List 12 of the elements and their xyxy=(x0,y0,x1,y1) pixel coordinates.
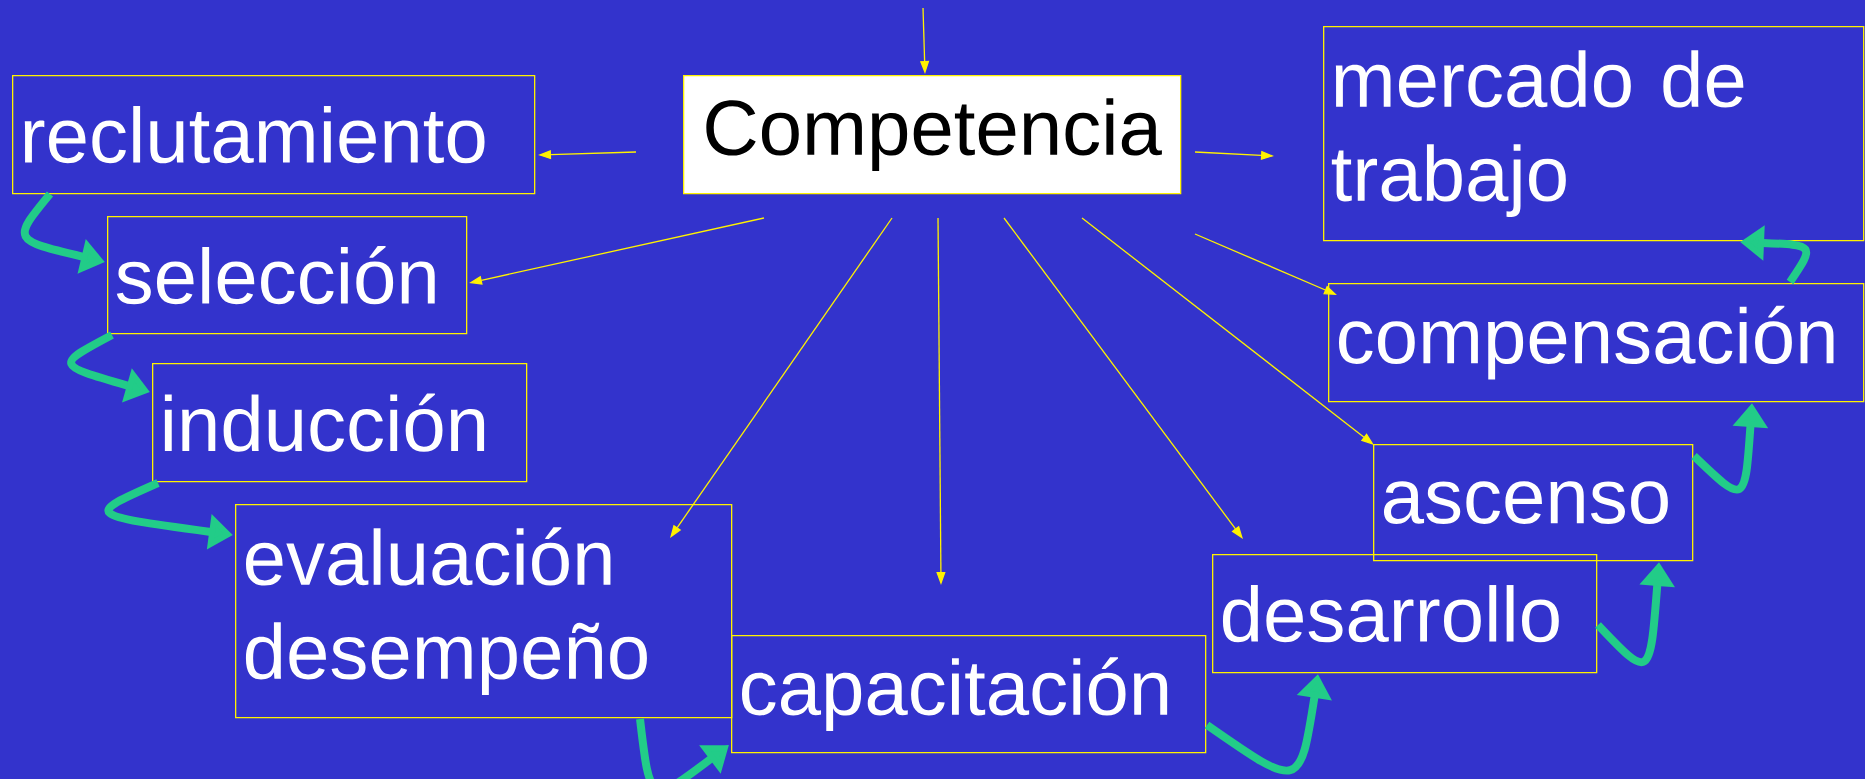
arrow xyxy=(1003,217,1243,539)
term-box: selección xyxy=(107,216,468,335)
term-box: mercado de trabajo xyxy=(1323,26,1865,242)
term-box: inducción xyxy=(152,363,528,483)
term-box: ascenso xyxy=(1373,444,1694,562)
term-box: capacitación xyxy=(731,635,1207,754)
arrow xyxy=(1081,217,1374,445)
term-box: evaluación desempeño xyxy=(235,504,733,719)
central-box: Competencia xyxy=(683,75,1182,195)
term-box: compensación xyxy=(1328,283,1865,403)
term-box: reclutamiento xyxy=(12,75,536,195)
term-box: desarrollo xyxy=(1212,554,1598,674)
